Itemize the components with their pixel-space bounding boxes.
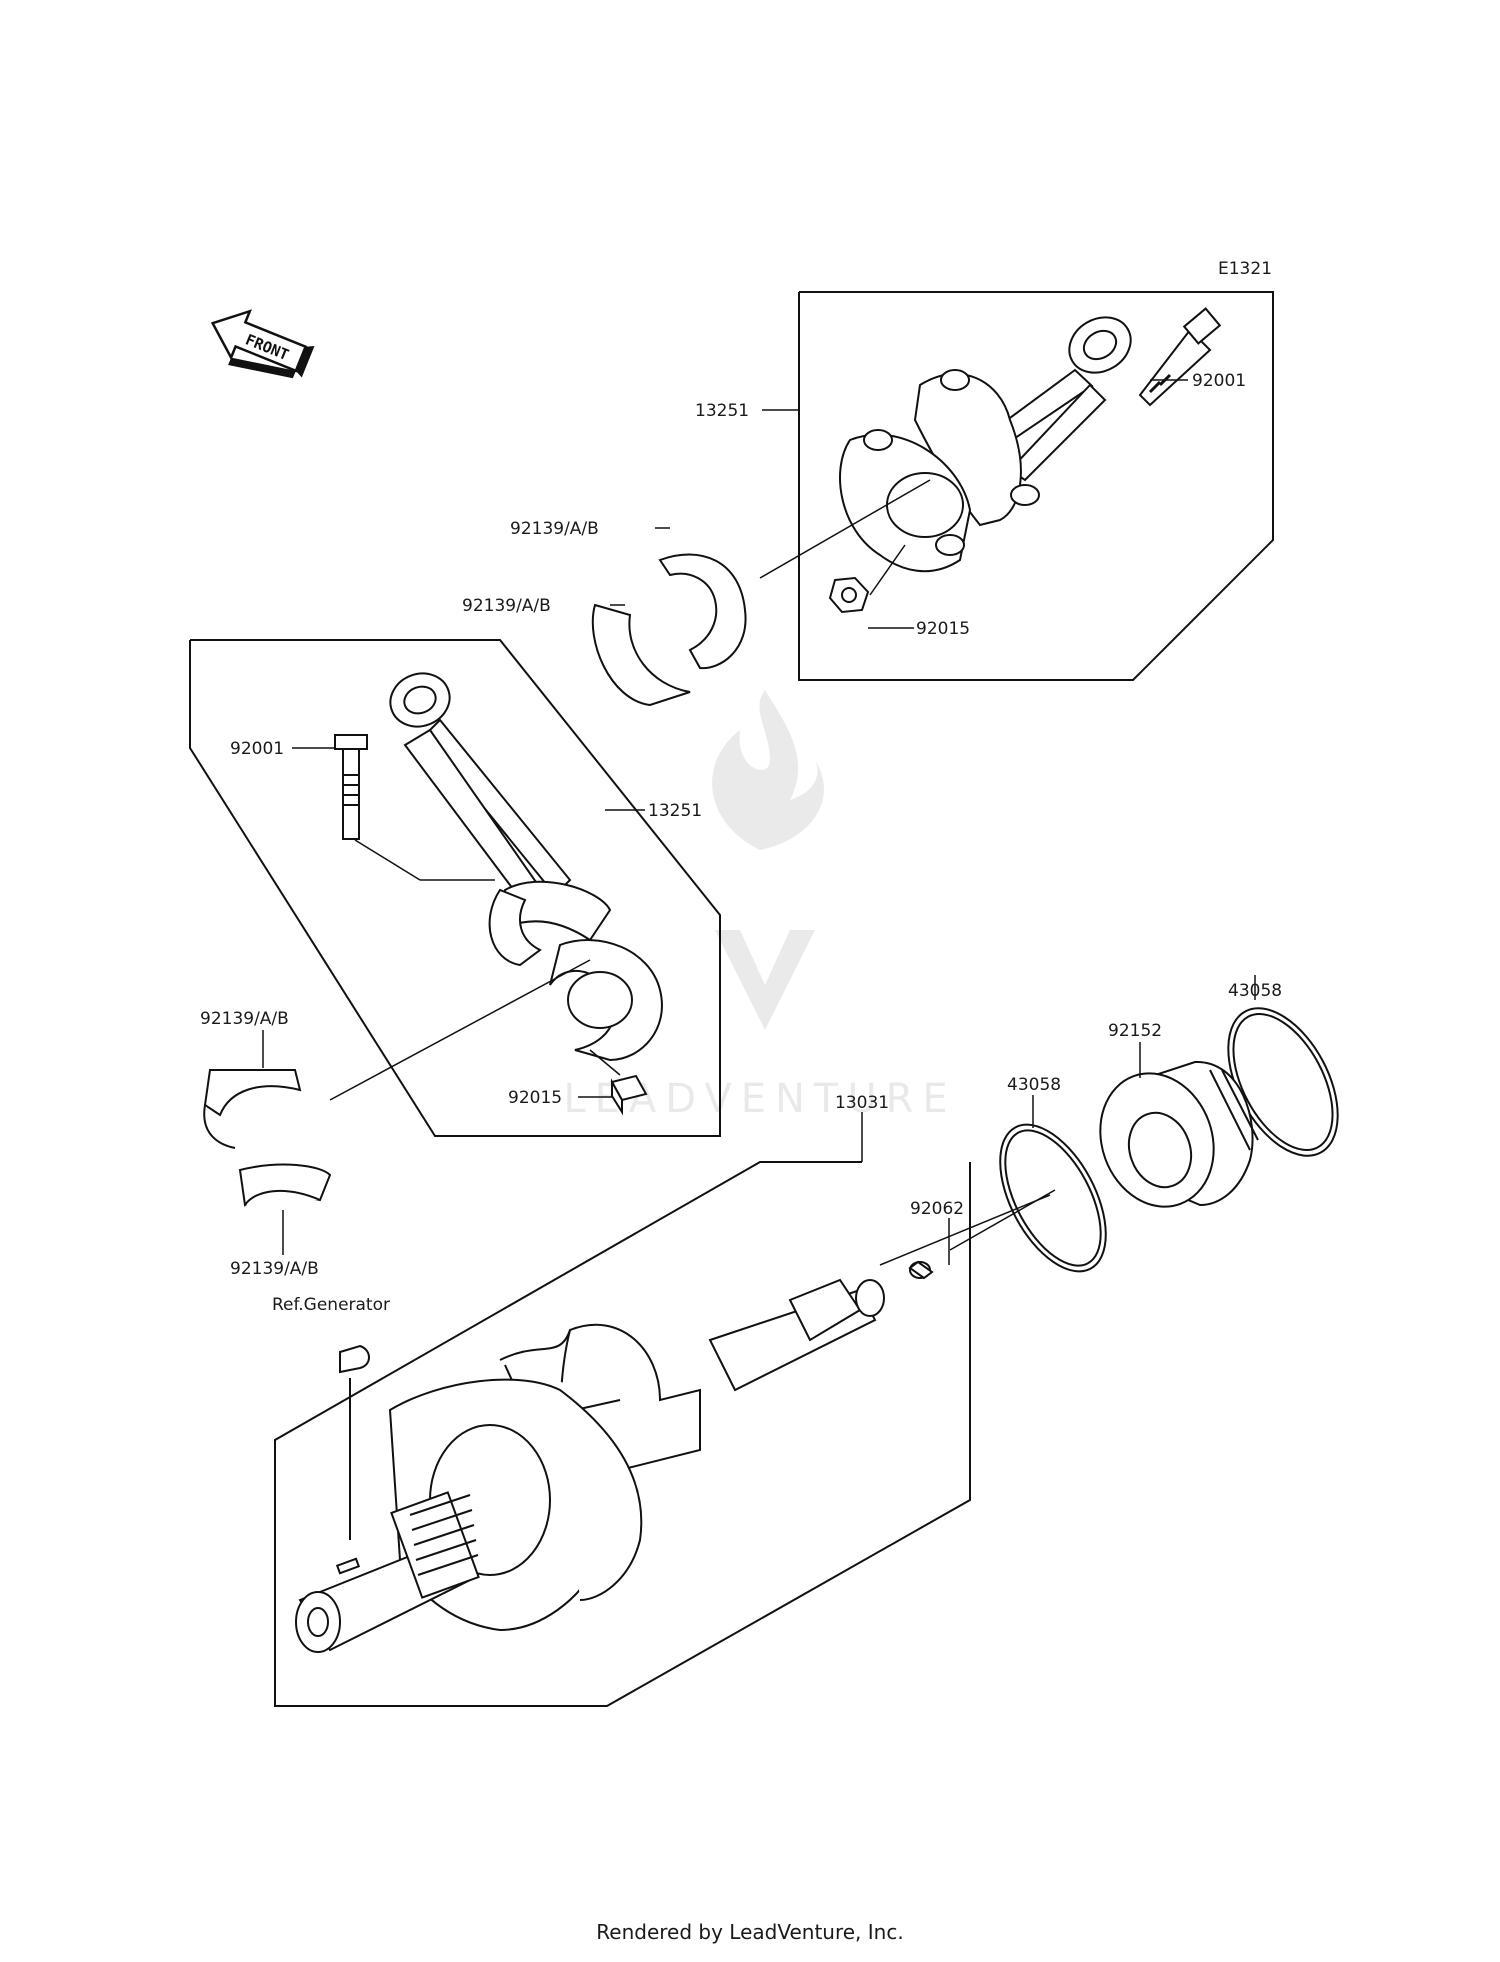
callout-92062: 92062: [910, 1199, 964, 1219]
lower-rod-nut: [612, 1076, 646, 1112]
callout-43058-inner: 43058: [1007, 1075, 1061, 1095]
crankshaft-centerline: [879, 1194, 1051, 1266]
upper-rod-box: [798, 291, 1274, 681]
upper-leaders: [610, 379, 1188, 629]
callout-92015-upper: 92015: [916, 619, 970, 639]
callout-92139-lower-1: 92139/A/B: [200, 1009, 289, 1029]
callout-92139-lower-2: 92139/A/B: [230, 1259, 319, 1279]
callout-92139-upper-2: 92139/A/B: [462, 596, 551, 616]
callout-92001-lower: 92001: [230, 739, 284, 759]
diagram-code: E1321: [1218, 259, 1272, 279]
right-leaders: [861, 975, 1256, 1265]
lower-rod-bolt: [335, 735, 367, 839]
lower-bearing-shells: [204, 1070, 330, 1205]
plug-92062: [910, 1262, 932, 1278]
callout-92001-upper: 92001: [1192, 371, 1246, 391]
lower-leaders: [262, 747, 645, 1255]
callout-92152: 92152: [1108, 1021, 1162, 1041]
upper-connecting-rod: [840, 306, 1141, 571]
front-arrow-icon: FRONT: [210, 309, 315, 379]
upper-rod-nut: [830, 578, 868, 612]
lower-connecting-rod: [383, 665, 662, 1060]
callout-ref-generator: Ref.Generator: [272, 1295, 390, 1315]
upper-bearing-shells: [593, 554, 746, 705]
seal-housing-92152: [1082, 1057, 1258, 1222]
callout-13031: 13031: [835, 1093, 889, 1113]
callout-92015-lower: 92015: [508, 1088, 562, 1108]
footer-credit: Rendered by LeadVenture, Inc.: [596, 1920, 904, 1944]
callout-43058-outer: 43058: [1228, 981, 1282, 1001]
crankshaft: [296, 1280, 884, 1652]
callout-13251-upper: 13251: [695, 401, 749, 421]
upper-rod-bolt: [1140, 309, 1220, 405]
crankshaft-box: [274, 1161, 971, 1707]
generator-key: [340, 1346, 369, 1540]
inner-ring-43058: [978, 1108, 1127, 1289]
gear-teeth: [410, 1495, 478, 1575]
callout-13251-lower: 13251: [648, 801, 702, 821]
lower-rod-box: [189, 639, 721, 1137]
callout-92139-upper-1: 92139/A/B: [510, 519, 599, 539]
